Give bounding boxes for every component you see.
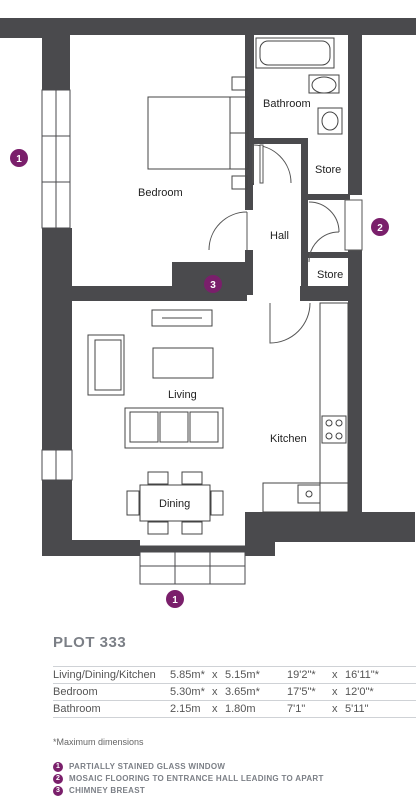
room-label-bathroom: Bathroom [263,98,311,110]
left-outer-wall-mid [42,228,72,450]
bottom-bay-window [127,545,258,585]
room-label-kitchen: Kitchen [270,433,307,445]
legend-item: 1 PARTIALLY STAINED GLASS WINDOW [53,761,324,772]
walls [0,18,416,556]
basin [317,107,343,135]
marker-chimney-num: 3 [210,280,216,291]
sofa [124,407,224,449]
hob [321,415,347,444]
hall-living-wall [300,286,362,301]
dim-imperial-1: 7'1" [287,703,306,715]
room-label-living: Living [168,389,197,401]
room-label-store-upper: Store [315,164,341,176]
dimensions-table: Living/Dining/Kitchen 5.85m* x 5.15m* 19… [53,666,416,718]
store-left-wall [301,138,308,288]
dim-metric-1: 5.30m* [170,686,205,698]
room-label-hall: Hall [270,230,289,242]
legend-item: 3 CHIMNEY BREAST [53,785,324,796]
dim-metric-2: 1.80m [225,703,256,715]
bed [147,76,249,190]
marker-window-bottom: 1 [166,590,184,608]
legend-marker-3: 3 [53,785,63,796]
coffee-table [152,347,214,379]
dim-x: x [212,686,218,698]
dim-imperial-2: 16'11"* [345,669,379,681]
room-label-dining: Dining [159,498,190,510]
sink [297,484,321,504]
bedroom-hall-wall [245,185,253,210]
legend-marker-1: 1 [53,761,63,772]
dimensions-row: Living/Dining/Kitchen 5.85m* x 5.15m* 19… [53,666,416,683]
dim-room-name: Bedroom [53,686,98,698]
legend-item: 2 MOSAIC FLOORING TO ENTRANCE HALL LEADI… [53,773,324,784]
legend-marker-2: 2 [53,773,63,784]
dim-x: x [332,669,338,681]
left-window [41,89,71,229]
store-divider-2 [308,252,350,258]
dim-room-name: Bathroom [53,703,101,715]
marker-window-left: 1 [10,149,28,167]
top-wall [68,18,416,35]
plot-title: PLOT 333 [53,634,127,651]
bottom-wall-left [42,540,140,556]
dim-imperial-2: 5'11" [345,703,369,715]
legend-text-1: PARTIALLY STAINED GLASS WINDOW [69,762,226,771]
dim-metric-1: 2.15m [170,703,201,715]
dim-metric-1: 5.85m* [170,669,205,681]
dim-room-name: Living/Dining/Kitchen [53,669,156,681]
left-outer-wall-top [42,35,70,90]
marker-chimney: 3 [204,275,222,293]
left-outer-wall-bottom [42,480,72,542]
doors [208,144,363,344]
marker-entrance: 2 [371,218,389,236]
dim-imperial-1: 19'2"* [287,669,316,681]
toilet [308,74,340,94]
legend-text-2: MOSAIC FLOORING TO ENTRANCE HALL LEADING… [69,774,324,783]
dim-x: x [212,703,218,715]
dim-x: x [212,669,218,681]
bedroom-living-wall [70,286,247,301]
legend-text-3: CHIMNEY BREAST [69,786,146,795]
room-label-store-lower: Store [317,269,343,281]
kitchen-counter [262,302,349,513]
dim-metric-2: 5.15m* [225,669,260,681]
bottom-wall-right-ext [245,512,415,542]
fireplace [151,309,213,327]
dining-table [126,471,224,535]
bathtub [255,37,335,69]
marker-entrance-num: 2 [377,223,383,234]
marker-window-bottom-num: 1 [172,595,178,606]
marker-window-left-num: 1 [16,154,22,165]
right-wall-upper [348,35,362,195]
legend: 1 PARTIALLY STAINED GLASS WINDOW 2 MOSAI… [53,761,324,797]
dim-x: x [332,686,338,698]
armchair [87,334,125,396]
store-divider [308,194,350,200]
right-wall-lower [348,250,362,512]
room-label-bedroom: Bedroom [138,187,183,199]
left-top-block [0,18,45,38]
dim-imperial-1: 17'5"* [287,686,316,698]
floor-plan: Bathroom Bedroom Store Hall Store Living… [0,18,416,608]
bath-bottom-wall [254,138,304,144]
dim-imperial-2: 12'0"* [345,686,374,698]
bath-left-wall [245,35,254,185]
footnote: *Maximum dimensions [53,737,144,747]
left-window-lower [41,449,73,481]
dimensions-row: Bathroom 2.15m x 1.80m 7'1" x 5'11" [53,700,416,718]
dim-x: x [332,703,338,715]
dimensions-row: Bedroom 5.30m* x 3.65m* 17'5"* x 12'0"* [53,683,416,700]
dim-metric-2: 3.65m* [225,686,260,698]
bedroom-hall-wall-low [245,250,253,295]
